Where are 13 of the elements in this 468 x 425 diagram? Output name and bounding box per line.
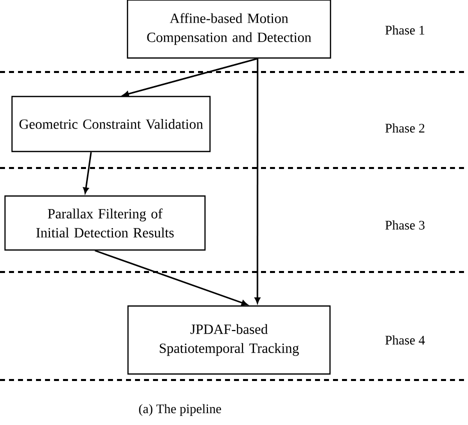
arrow [254,58,260,304]
caption: (a) The pipeline [139,404,222,416]
process-box: Parallax Filtering of Initial Detection Results [4,195,206,251]
phase-label: Phase 1 [385,25,424,35]
process-box: Geometric Constraint Validation [11,96,211,152]
process-box: JPDAF-based Spatiotemporal Tracking [127,305,331,375]
arrow [94,250,248,306]
process-box: Affine-based Motion Compensation and Detection [126,0,332,59]
arrow [83,152,92,194]
arrow [122,58,258,97]
phase-label: Phase 3 [385,220,425,230]
phase-label: Phase 2 [385,123,424,133]
phase-label: Phase 4 [385,335,425,345]
